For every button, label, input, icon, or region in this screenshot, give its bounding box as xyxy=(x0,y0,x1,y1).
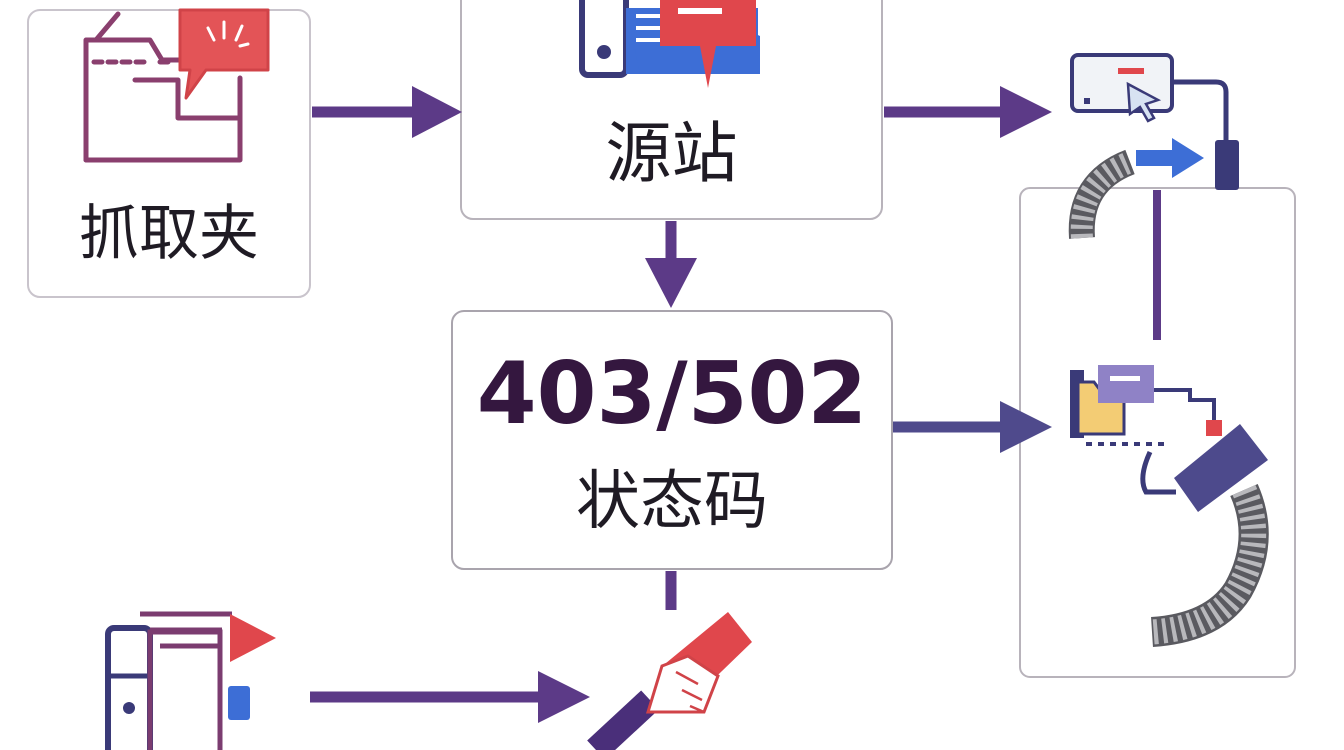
arrow-grabber-to-origin xyxy=(312,86,462,138)
hand-card-icon xyxy=(587,612,752,750)
origin-box xyxy=(460,0,883,220)
cable-hose-icon xyxy=(1068,138,1204,239)
status-label: 状态码 xyxy=(576,465,768,539)
arrow-status-to-panel xyxy=(893,401,1052,453)
server-chat-icon xyxy=(579,0,760,88)
arrow-origin-to-status xyxy=(645,221,697,308)
folder-plug-icon xyxy=(1070,365,1269,647)
arrow-origin-to-browser xyxy=(884,86,1052,138)
status-box xyxy=(451,310,893,570)
phone-pages-icon xyxy=(105,611,276,750)
status-code: 403/502 xyxy=(476,344,868,444)
browser-cursor-icon xyxy=(1070,53,1239,190)
folder-alert-icon xyxy=(83,8,270,163)
grabber-label: 抓取夹 xyxy=(79,199,259,269)
arrow-phone-to-hand xyxy=(310,671,590,723)
origin-label: 源站 xyxy=(605,115,738,192)
